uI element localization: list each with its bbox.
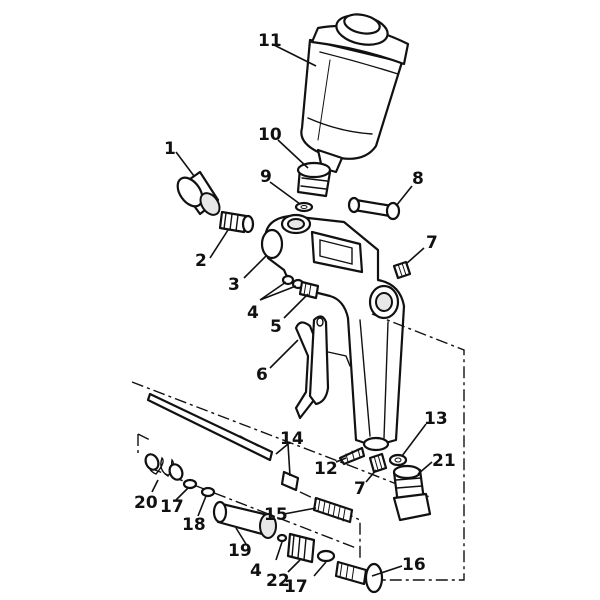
callout-10: 10 (258, 125, 282, 145)
trigger-part (294, 315, 351, 420)
callout-9: 9 (260, 167, 272, 187)
callout-4-lower: 4 (250, 561, 262, 581)
callout-18: 18 (182, 515, 206, 535)
air-cap-part (176, 170, 221, 216)
callout-6: 6 (256, 365, 268, 385)
paint-cup-part (300, 13, 410, 174)
callout-5: 5 (270, 317, 282, 337)
trigger-pin-part (347, 196, 401, 221)
callout-19: 19 (228, 541, 252, 561)
callout-1: 1 (164, 139, 176, 159)
needle-spring-part (338, 446, 366, 466)
packing-parts (281, 274, 320, 300)
callout-11: 11 (258, 31, 282, 51)
adjustment-knob-part (334, 560, 384, 594)
callout-labels: 1 2 3 4 4 5 6 7 7 8 9 10 11 12 13 14 15 … (134, 31, 456, 597)
valve-washers-part (182, 478, 216, 498)
callout-17-lower: 17 (284, 577, 308, 597)
gun-body-part (260, 213, 406, 452)
leader-lines (151, 43, 433, 577)
callout-7-lower: 7 (354, 479, 366, 499)
spring-part (144, 453, 184, 481)
valve-spring-part (312, 496, 354, 524)
callout-3: 3 (228, 275, 240, 295)
upper-plug-part (392, 260, 412, 280)
callout-17: 17 (160, 497, 184, 517)
packing-nut-part (276, 532, 336, 564)
callout-22: 22 (266, 571, 290, 591)
handle-washer-part (388, 453, 408, 467)
callout-15: 15 (264, 505, 288, 525)
callout-20: 20 (134, 493, 158, 513)
air-inlet-part (392, 464, 432, 522)
callout-2: 2 (195, 251, 207, 271)
callout-16: 16 (402, 555, 426, 575)
callout-21: 21 (432, 451, 456, 471)
callout-12: 12 (314, 459, 338, 479)
callout-4: 4 (247, 303, 259, 323)
callout-13: 13 (424, 409, 448, 429)
callout-14: 14 (280, 429, 304, 449)
valve-stem-part (212, 500, 277, 539)
fluid-nozzle-part (218, 210, 255, 234)
callout-8: 8 (412, 169, 424, 189)
lower-plug-part (368, 452, 388, 474)
callout-7: 7 (426, 233, 438, 253)
needle-part (146, 392, 300, 492)
cup-washer-part (294, 201, 314, 213)
cup-fitting-part (296, 161, 332, 198)
